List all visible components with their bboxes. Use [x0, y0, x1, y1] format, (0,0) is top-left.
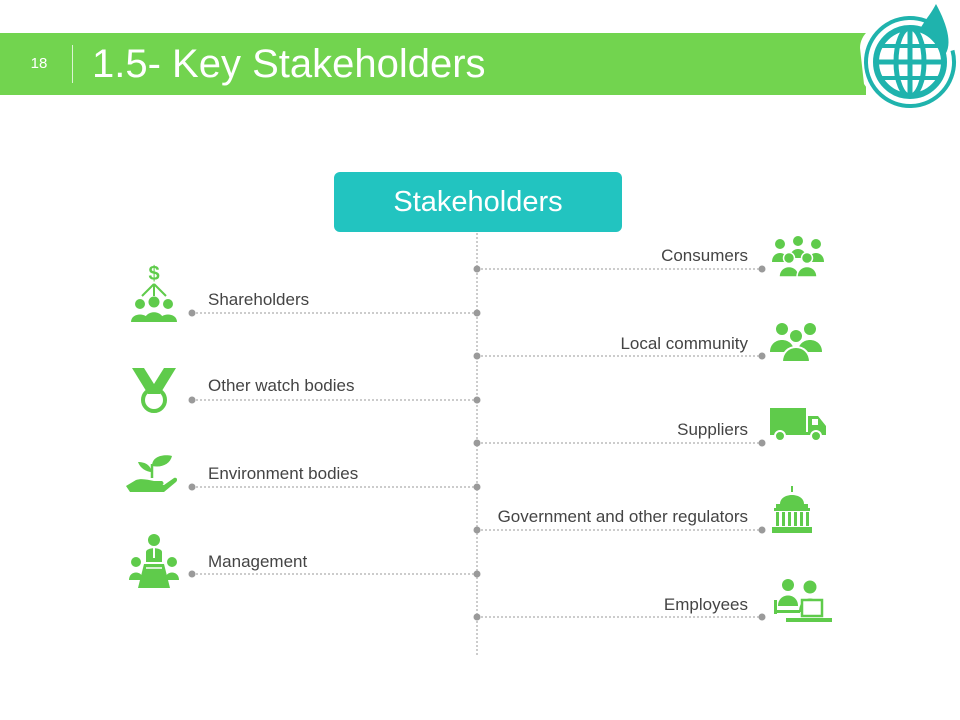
svg-text:$: $	[148, 263, 159, 285]
branch-dot	[473, 352, 481, 360]
branch-dot	[188, 570, 196, 578]
capitol-building-icon	[772, 486, 812, 533]
meeting-table-icon	[129, 534, 179, 588]
medal-icon	[132, 368, 176, 413]
header-divider	[72, 45, 73, 83]
branch-dot	[473, 526, 481, 534]
branch-dot	[758, 526, 766, 534]
slide-number: 18	[30, 55, 48, 72]
branch-dot	[758, 439, 766, 447]
plant-in-hand-icon	[126, 455, 178, 492]
label-environment-bodies: Environment bodies	[208, 464, 359, 483]
label-local-community: Local community	[620, 334, 748, 353]
branch-dot	[473, 613, 481, 621]
crowd-icon	[772, 236, 824, 278]
branch-dot	[473, 570, 481, 578]
branch-dot	[188, 396, 196, 404]
branch-dot	[473, 309, 481, 317]
label-consumers: Consumers	[661, 246, 748, 265]
label-suppliers: Suppliers	[677, 420, 748, 439]
header-bar: 18 1.5- Key Stakeholders	[0, 33, 866, 95]
globe-leaf-logo-icon	[860, 4, 956, 108]
branch-dot	[758, 352, 766, 360]
label-other-watch-bodies: Other watch bodies	[208, 376, 355, 395]
branch-dot	[473, 439, 481, 447]
branch-dot	[758, 613, 766, 621]
branch-dot	[473, 265, 481, 273]
root-node-stakeholders: Stakeholders	[334, 172, 622, 232]
label-shareholders: Shareholders	[208, 290, 310, 309]
label-management: Management	[208, 552, 308, 571]
label-employees: Employees	[663, 595, 748, 614]
branch-dot	[473, 396, 481, 404]
label-government: Government and other regulators	[497, 507, 748, 526]
group-icon	[770, 323, 822, 362]
branch-dot	[188, 309, 196, 317]
employees-at-desks-icon	[774, 579, 832, 622]
branch-dot	[473, 483, 481, 491]
shareholders-icon: $	[131, 263, 177, 322]
branch-dot	[188, 483, 196, 491]
slide-title: 1.5- Key Stakeholders	[92, 42, 486, 86]
branch-dot	[758, 265, 766, 273]
truck-icon	[770, 408, 826, 442]
